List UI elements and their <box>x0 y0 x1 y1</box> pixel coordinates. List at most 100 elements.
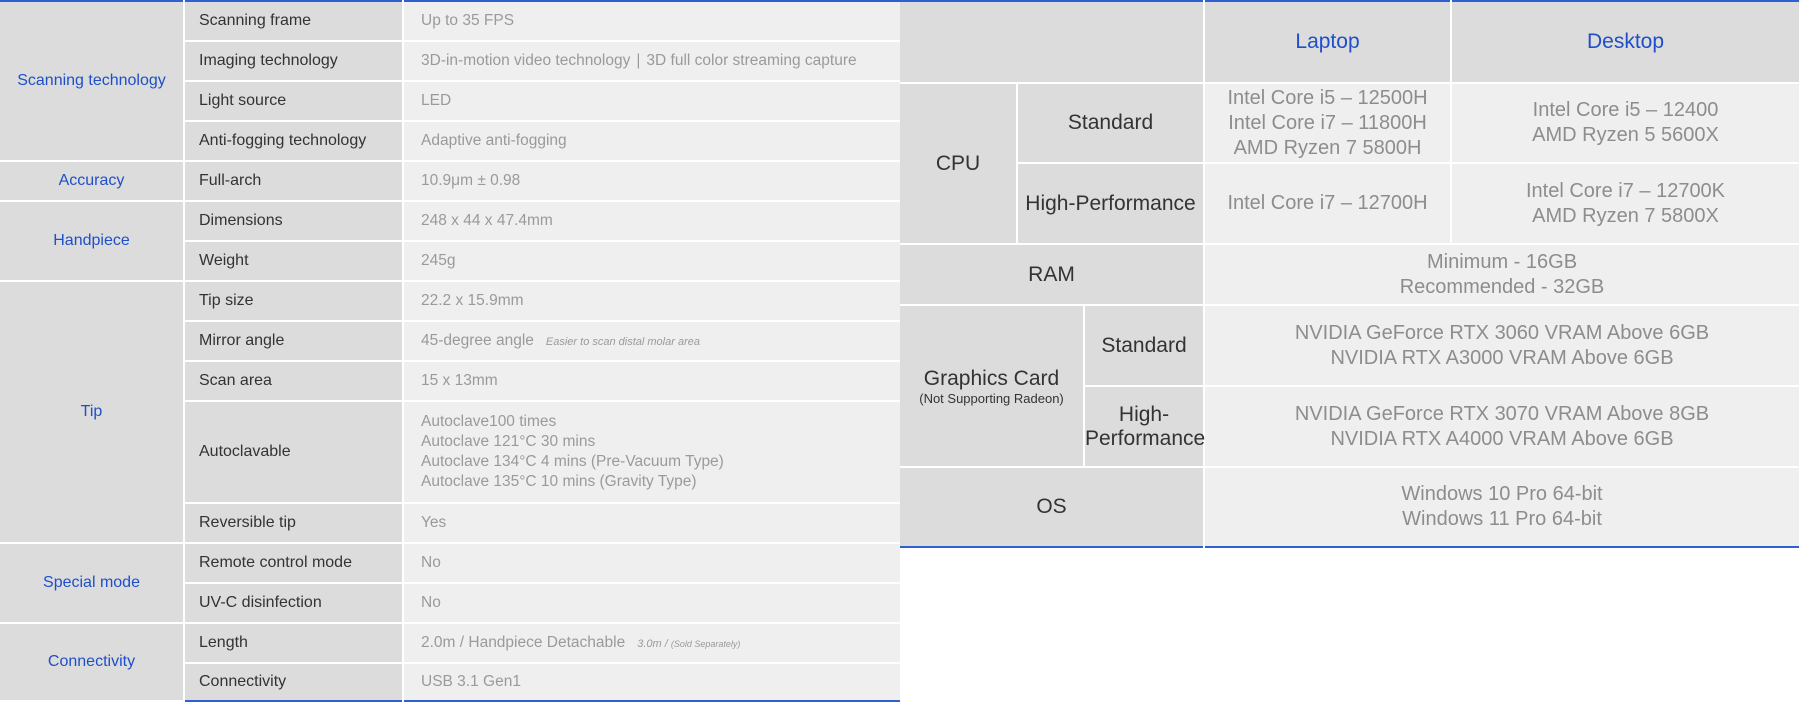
value-line: Intel Core i7 – 12700H <box>1227 192 1428 214</box>
table-row: Anti-fogging technology Adaptive anti-fo… <box>0 120 900 162</box>
value-line: Intel Core i7 – 12700K <box>1526 179 1726 202</box>
gpu-label-cell: Graphics Card (Not Supporting Radeon) <box>900 304 1085 468</box>
category-handpiece: Handpiece <box>0 200 185 282</box>
category-special-mode: Special mode <box>0 542 185 624</box>
spec-label: UV-C disinfection <box>184 582 404 624</box>
spec-label: Mirror angle <box>184 320 404 362</box>
table-row: Accuracy Full-arch 10.9μm ± 0.98 <box>0 160 900 202</box>
value-line: Windows 11 Pro 64-bit <box>1402 508 1602 530</box>
table-row: Imaging technology 3D-in-motion video te… <box>0 40 900 82</box>
spec-value: 15 x 13mm <box>402 360 900 402</box>
table-row: Handpiece Dimensions 248 x 44 x 47.4mm <box>0 200 900 282</box>
value-line: Recommended - 32GB <box>1399 275 1605 298</box>
value-line: NVIDIA RTX A4000 VRAM Above 6GB <box>1330 427 1674 450</box>
spec-value-part: 2.0m / Handpiece Detachable <box>421 634 626 651</box>
pc-requirements-table: Laptop Desktop CPU Standard Intel Core i… <box>900 0 1799 548</box>
value-line: Minimum - 16GB <box>1427 250 1578 273</box>
gpu-standard-value: NVIDIA GeForce RTX 3060 VRAM Above 6GB N… <box>1203 304 1799 387</box>
table-row: CPU Standard Intel Core i5 – 12500H Inte… <box>900 82 1799 245</box>
spec-value: USB 3.1 Gen1 <box>402 662 900 701</box>
table-row: RAM Minimum - 16GB Recommended - 32GB <box>900 243 1799 306</box>
ram-label: RAM <box>900 243 1206 306</box>
spec-label: Length <box>183 622 404 664</box>
table-row: High-Performance Intel Core i7 – 12700H … <box>900 162 1799 245</box>
spec-value: Up to 35 FPS <box>402 1 900 42</box>
value-line: Intel Core i5 – 12500H <box>1227 86 1428 109</box>
os-label: OS <box>900 466 1206 547</box>
spec-label: Connectivity <box>184 662 404 701</box>
spec-note-small: (Sold Separately) <box>670 639 741 649</box>
table-row: Weight 245g <box>0 240 900 282</box>
spec-value-part: 45-degree angle <box>421 332 534 349</box>
spec-label: Reversible tip <box>184 502 404 544</box>
table-row: Scanning technology Scanning frame Up to… <box>0 1 900 162</box>
gpu-high-label: High-Performance <box>1084 385 1205 468</box>
spec-value: 248 x 44 x 47.4mm <box>402 200 900 242</box>
header-blank-cell <box>900 1 1206 84</box>
category-scanning-technology: Scanning technology <box>0 1 185 162</box>
cpu-standard-label: Standard <box>1015 82 1206 164</box>
value-line: AMD Ryzen 7 5800X <box>1532 204 1719 227</box>
spec-label: Scan area <box>184 360 404 402</box>
spec-label: Light source <box>184 80 404 122</box>
value-line: NVIDIA RTX A3000 VRAM Above 6GB <box>1330 346 1674 369</box>
gpu-standard-label: Standard <box>1082 304 1206 387</box>
spec-line: Autoclave 121°C 30 mins <box>421 433 596 450</box>
spec-value: No <box>402 582 900 624</box>
table-row: Autoclavable Autoclave100 times Autoclav… <box>0 400 900 504</box>
category-connectivity: Connectivity <box>0 622 185 702</box>
value-line: AMD Ryzen 5 5600X <box>1532 124 1719 146</box>
spec-label: Imaging technology <box>184 40 404 82</box>
spec-value: LED <box>402 80 900 122</box>
scanner-spec-table: Scanning technology Scanning frame Up to… <box>0 0 900 702</box>
spec-value: 2.0m / Handpiece Detachable 3.0m / (Sold … <box>402 622 900 664</box>
spec-value: No <box>402 542 900 584</box>
category-accuracy: Accuracy <box>0 160 185 202</box>
os-value: Windows 10 Pro 64-bit Windows 11 Pro 64-… <box>1203 466 1799 547</box>
spec-note: 3.0m / (Sold Separately) <box>637 638 740 650</box>
gpu-note: (Not Supporting Radeon) <box>919 390 1064 406</box>
cpu-high-laptop: Intel Core i7 – 12700H <box>1203 162 1453 245</box>
cpu-label: CPU <box>900 82 1018 245</box>
table-row: Laptop Desktop <box>900 1 1799 84</box>
cpu-standard-desktop: Intel Core i5 – 12400 AMD Ryzen 5 5600X <box>1450 82 1799 164</box>
ram-value: Minimum - 16GB Recommended - 32GB <box>1203 243 1799 306</box>
spec-line: Autoclave100 times <box>421 413 557 430</box>
spec-value: Autoclave100 times Autoclave 121°C 30 mi… <box>402 400 900 504</box>
spec-label: Remote control mode <box>183 542 404 584</box>
value-line: Intel Core i7 – 11800H <box>1228 111 1427 134</box>
table-row: Mirror angle 45-degree angle Easier to sc… <box>0 320 900 362</box>
gpu-label: Graphics Card <box>923 366 1060 390</box>
value-line: NVIDIA GeForce RTX 3070 VRAM Above 8GB <box>1294 402 1710 425</box>
spec-label: Dimensions <box>183 200 404 242</box>
table-row: Special mode Remote control mode No <box>0 542 900 624</box>
table-row: OS Windows 10 Pro 64-bit Windows 11 Pro … <box>900 466 1799 547</box>
spec-note-text: 3.0m / <box>637 638 671 650</box>
table-row: Reversible tip Yes <box>0 502 900 544</box>
value-line: Intel Core i5 – 12400 <box>1532 99 1719 121</box>
spec-label: Tip size <box>183 280 404 322</box>
cpu-high-desktop: Intel Core i7 – 12700K AMD Ryzen 7 5800X <box>1450 162 1799 245</box>
spec-note: Easier to scan distal molar area <box>545 336 700 348</box>
table-row: UV-C disinfection No <box>0 582 900 624</box>
spec-value: 22.2 x 15.9mm <box>402 280 900 322</box>
separator: | <box>636 52 641 69</box>
spec-value: 245g <box>402 240 900 282</box>
table-row: Tip Tip size 22.2 x 15.9mm <box>0 280 900 544</box>
spec-value: 3D-in-motion video technology | 3D full co… <box>402 40 900 82</box>
spec-label: Autoclavable <box>184 400 404 504</box>
cpu-standard-laptop: Intel Core i5 – 12500H Intel Core i7 – 1… <box>1203 82 1453 164</box>
spec-label: Anti-fogging technology <box>184 120 404 162</box>
spec-label: Weight <box>184 240 404 282</box>
category-tip: Tip <box>0 280 185 544</box>
table-row: Light source LED <box>0 80 900 122</box>
spec-value-part: 3D full color streaming capture <box>646 52 857 69</box>
spec-value: Yes <box>402 502 900 544</box>
spec-line: Autoclave 135°C 10 mins (Gravity Type) <box>421 473 697 490</box>
spec-value: 10.9μm ± 0.98 <box>402 160 900 202</box>
value-line: Windows 10 Pro 64-bit <box>1401 483 1603 505</box>
value-line: AMD Ryzen 7 5800H <box>1233 136 1422 159</box>
spec-value-part: 3D-in-motion video technology <box>421 52 631 69</box>
spec-label: Full-arch <box>183 160 404 202</box>
cpu-high-label: High-Performance <box>1017 162 1206 245</box>
